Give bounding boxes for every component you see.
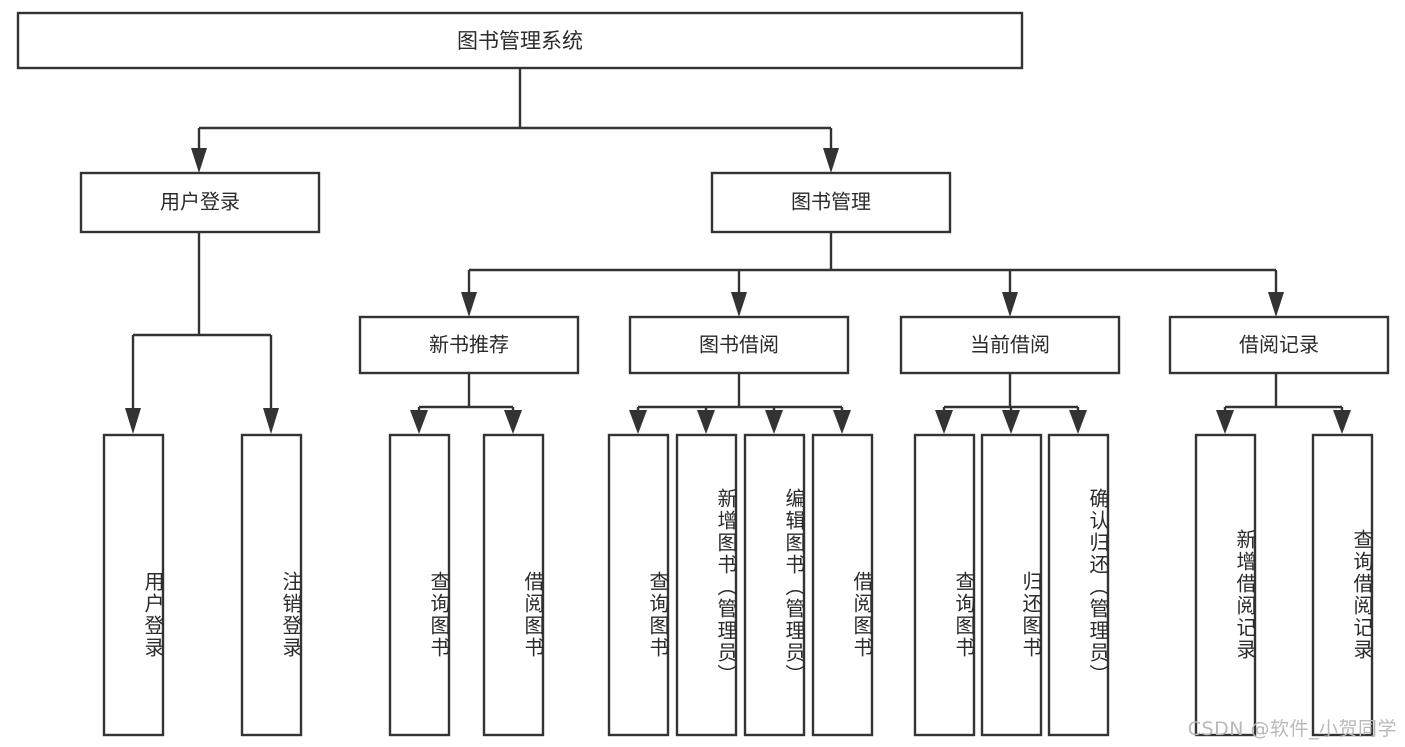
node-borrow-record-box[interactable] bbox=[1168, 315, 1390, 375]
node-leaf-return-book-box[interactable] bbox=[980, 433, 1043, 737]
node-leaf-user-login-box[interactable] bbox=[102, 433, 165, 737]
node-root-label: 图书管理系统 bbox=[457, 29, 583, 53]
node-leaf-query-book-3-box[interactable] bbox=[913, 433, 976, 737]
node-user-login-label: 用户登录 bbox=[160, 190, 240, 214]
node-new-book-recommend-box[interactable] bbox=[358, 315, 580, 375]
node-book-management-label: 图书管理 bbox=[791, 190, 871, 214]
node-leaf-query-book-1-box[interactable] bbox=[388, 433, 451, 737]
arrow-head-leaf-return-book bbox=[1002, 410, 1020, 434]
arrow-head-leaf-borrow-book-2 bbox=[833, 410, 851, 434]
arrow-head-leaf-query-book-2 bbox=[629, 410, 647, 434]
arrow-head-leaf-edit-book bbox=[765, 410, 783, 434]
arrow-head-leaf-user-login bbox=[125, 408, 141, 434]
node-leaf-user-logout-box[interactable] bbox=[240, 433, 303, 737]
node-current-borrow-label: 当前借阅 bbox=[970, 333, 1050, 357]
node-book-borrow-label: 图书借阅 bbox=[699, 333, 779, 357]
arrow-head-book-management bbox=[823, 148, 839, 173]
csdn-watermark: CSDN @软件_小贺同学 bbox=[1187, 718, 1397, 740]
arrow-head-leaf-user-logout bbox=[263, 408, 279, 434]
arrow-head-leaf-borrow-book-1 bbox=[504, 410, 522, 434]
arrow-head-leaf-add-book bbox=[697, 410, 715, 434]
node-leaf-add-book-box[interactable] bbox=[675, 433, 738, 737]
arrow-head-leaf-confirm-return bbox=[1069, 410, 1087, 434]
arrow-head-current-borrow bbox=[1002, 292, 1018, 317]
arrow-head-leaf-add-record bbox=[1216, 410, 1234, 434]
node-current-borrow-box[interactable] bbox=[899, 315, 1121, 375]
node-user-login-box[interactable] bbox=[79, 171, 321, 234]
node-leaf-query-record-box[interactable] bbox=[1311, 433, 1374, 737]
node-leaf-confirm-return-box[interactable] bbox=[1047, 433, 1110, 737]
arrow-head-borrow-record bbox=[1268, 292, 1284, 317]
node-book-borrow-box[interactable] bbox=[628, 315, 850, 375]
node-new-book-recommend-label: 新书推荐 bbox=[429, 333, 509, 357]
arrow-head-new-book-recommend bbox=[461, 292, 477, 317]
node-root-box[interactable] bbox=[16, 11, 1024, 70]
arrow-head-leaf-query-book-1 bbox=[410, 410, 428, 434]
node-borrow-record-label: 借阅记录 bbox=[1239, 333, 1319, 357]
node-leaf-query-book-2-box[interactable] bbox=[607, 433, 670, 737]
node-layer: 图书管理系统 用户登录 图书管理 新书推荐 图书借阅 当前借阅 借阅记录 bbox=[16, 11, 1390, 737]
connector-layer bbox=[125, 68, 1351, 434]
node-leaf-edit-book-box[interactable] bbox=[743, 433, 806, 737]
node-leaf-borrow-book-1-box[interactable] bbox=[482, 433, 545, 737]
node-leaf-add-record-box[interactable] bbox=[1194, 433, 1257, 737]
arrow-head-leaf-query-record bbox=[1333, 410, 1351, 434]
arrow-head-book-borrow bbox=[731, 292, 747, 317]
node-book-management-box[interactable] bbox=[710, 171, 952, 234]
node-leaf-borrow-book-2-box[interactable] bbox=[811, 433, 874, 737]
arrow-head-user-login bbox=[191, 148, 207, 173]
arrow-head-leaf-query-book-3 bbox=[935, 410, 953, 434]
